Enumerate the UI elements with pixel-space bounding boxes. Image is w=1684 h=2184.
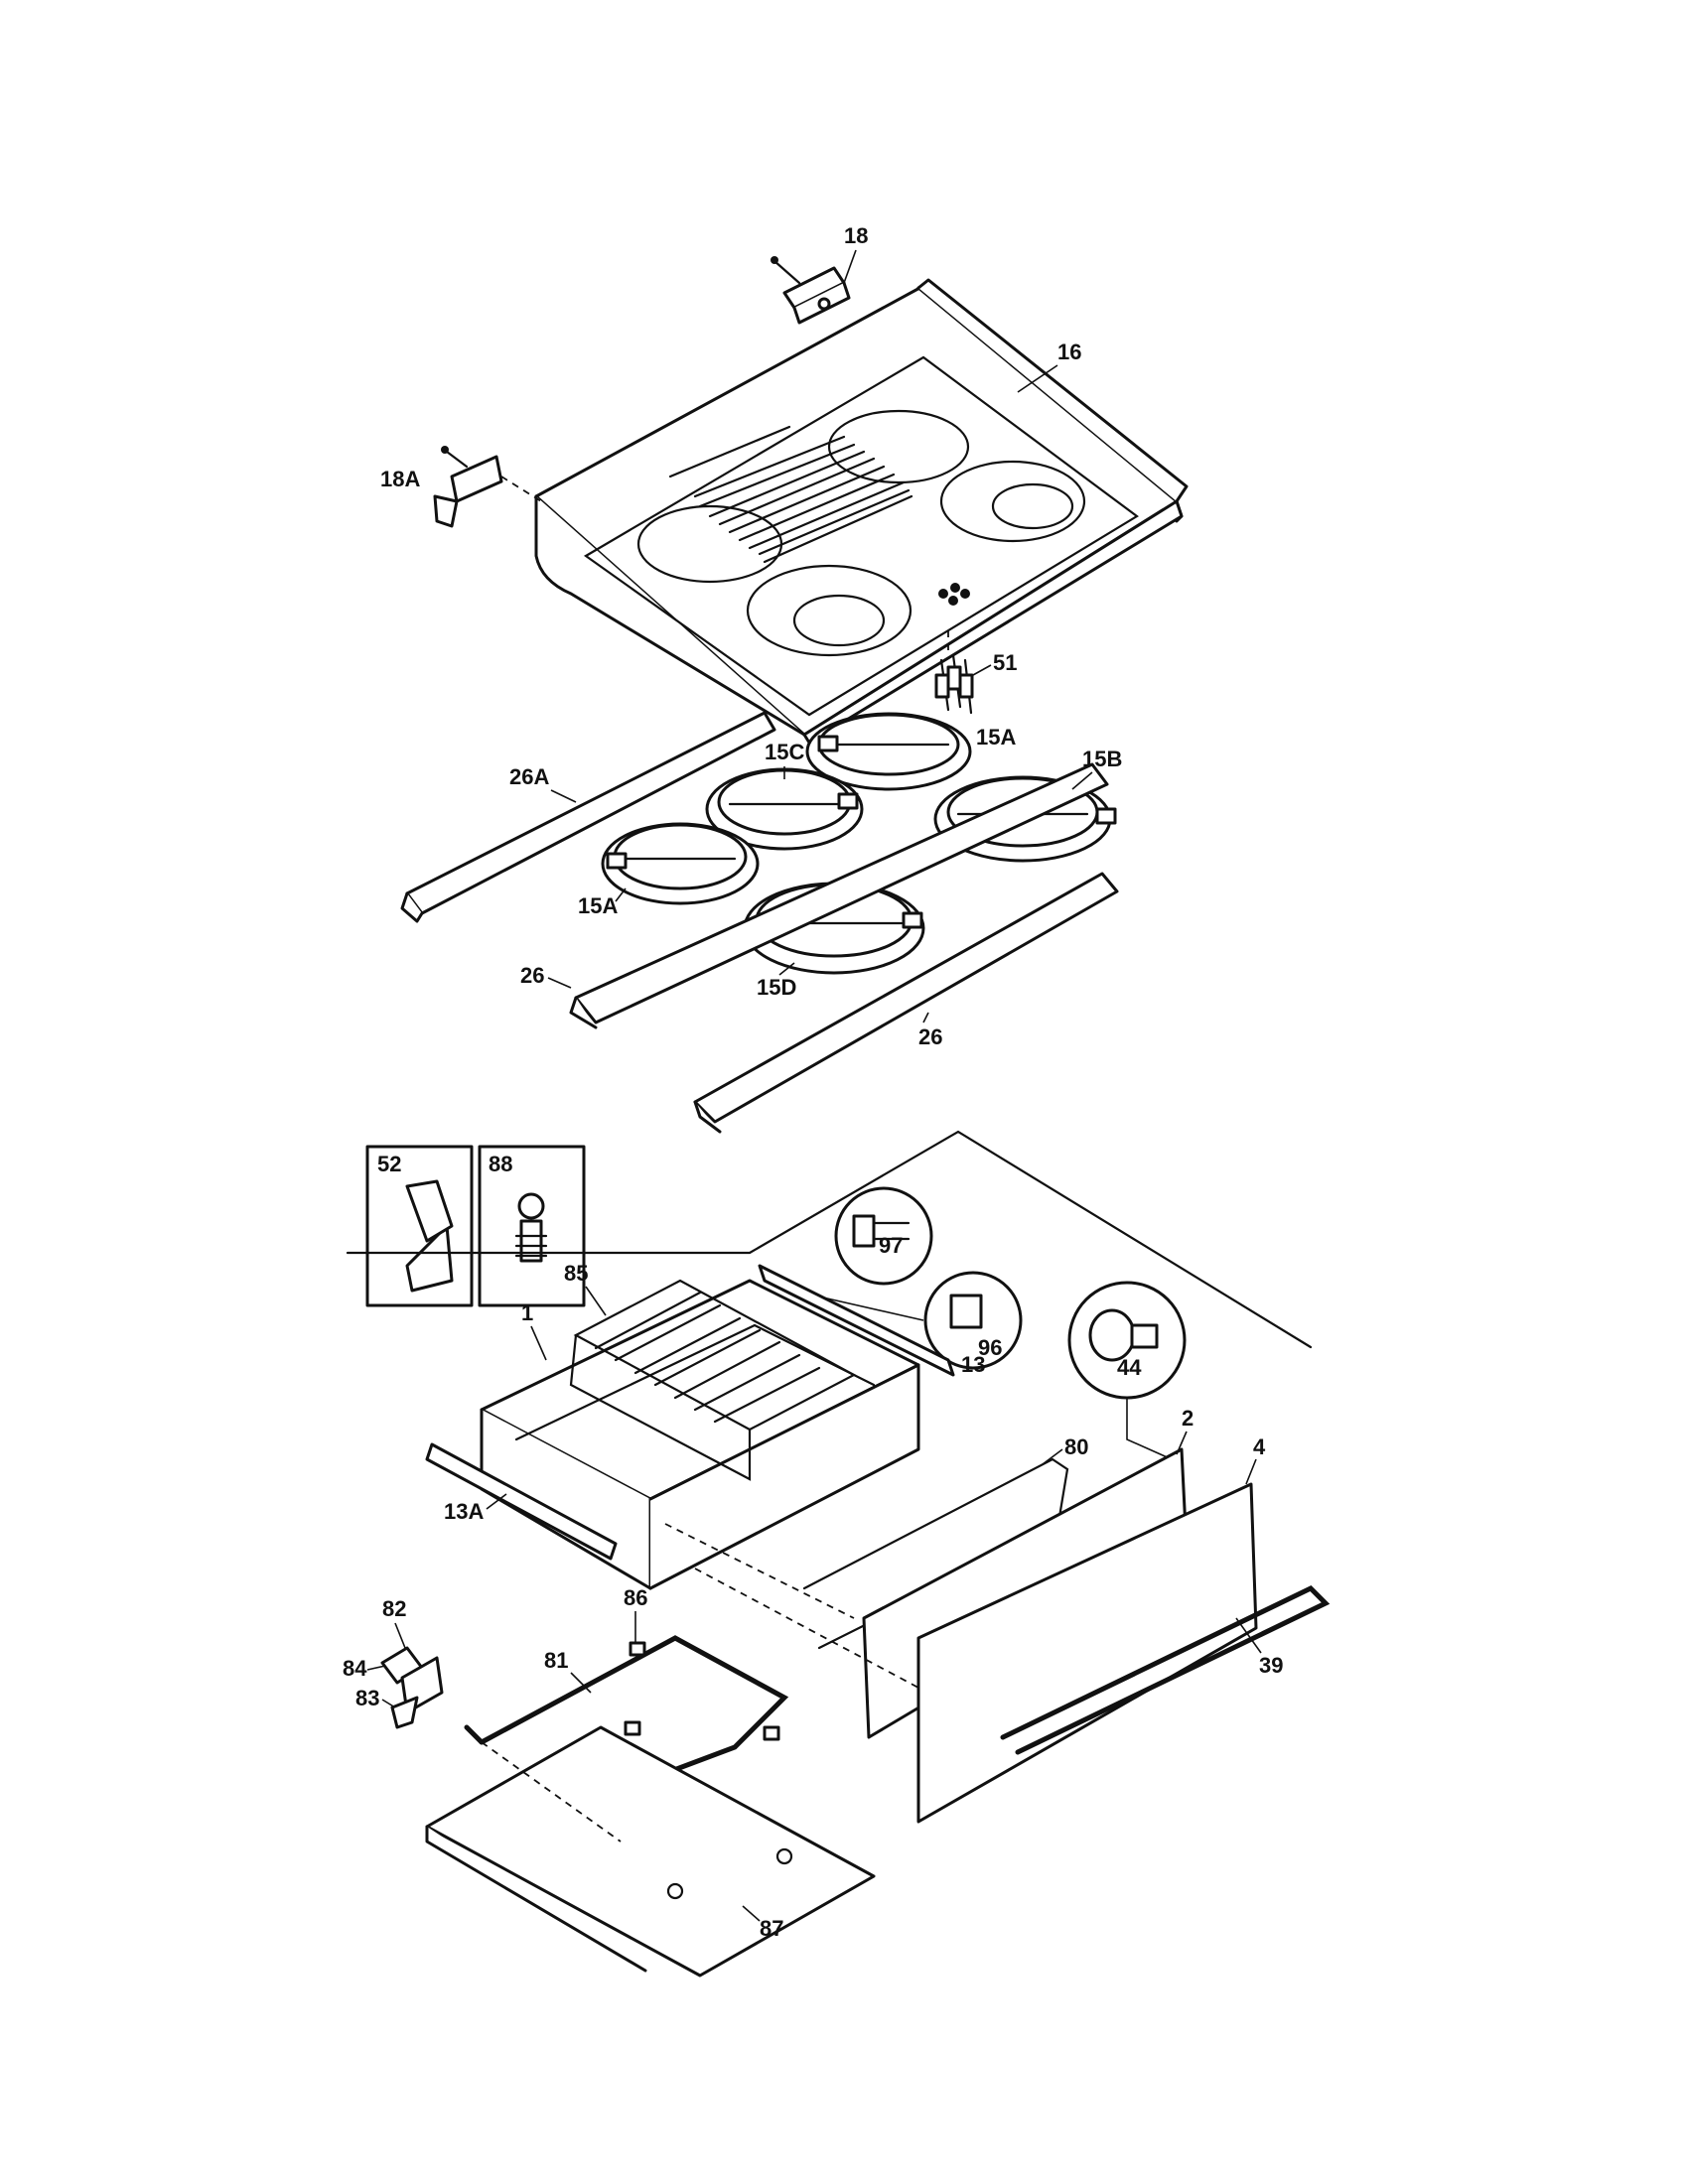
leader-26-right xyxy=(922,1012,929,1024)
leader-4 xyxy=(1245,1458,1257,1485)
burner-15c xyxy=(705,767,864,851)
label-4: 4 xyxy=(1253,1434,1266,1459)
leader-13a xyxy=(486,1493,507,1510)
leader-15d xyxy=(778,962,795,976)
leader-87 xyxy=(742,1905,761,1922)
cooktop-glass-top xyxy=(534,278,1189,745)
leader-18 xyxy=(843,249,857,284)
label-52: 52 xyxy=(377,1152,401,1176)
dashed-leader-bake-element xyxy=(481,1741,622,1843)
bottom-tray xyxy=(425,1725,876,1978)
leader-80 xyxy=(1042,1448,1063,1465)
label-15a-left: 15A xyxy=(578,893,618,918)
burner-support-rail-26a xyxy=(400,711,776,923)
label-18: 18 xyxy=(844,223,868,248)
top-hinge-bracket xyxy=(771,256,851,325)
screw-callout-97 xyxy=(834,1186,933,1286)
leader-81 xyxy=(570,1672,592,1694)
label-13a: 13A xyxy=(444,1499,484,1524)
label-85: 85 xyxy=(564,1261,588,1286)
label-13: 13 xyxy=(961,1352,985,1377)
dashed-leader-drawer-element xyxy=(664,1523,855,1619)
drawer-rack xyxy=(569,1279,857,1481)
label-83: 83 xyxy=(355,1686,379,1710)
label-26-left: 26 xyxy=(520,963,544,988)
leader-83 xyxy=(381,1699,396,1708)
drawer-handle xyxy=(1000,1584,1331,1755)
leader-26-left xyxy=(547,977,572,989)
label-16: 16 xyxy=(1057,340,1081,364)
label-15d: 15D xyxy=(757,975,796,1000)
label-15b: 15B xyxy=(1082,747,1122,771)
label-1: 1 xyxy=(521,1300,533,1325)
label-44: 44 xyxy=(1117,1355,1142,1380)
terminal-screws xyxy=(934,630,974,715)
label-80: 80 xyxy=(1064,1434,1088,1459)
warming-drawer-box xyxy=(480,1279,920,1590)
leader-96 xyxy=(813,1295,924,1321)
inset-box-88 xyxy=(478,1145,586,1307)
dashed-leader-drawer-panel xyxy=(694,1568,919,1689)
leader-51 xyxy=(972,664,992,676)
label-2: 2 xyxy=(1182,1406,1193,1431)
leader-82 xyxy=(394,1622,406,1649)
plug-callout-44 xyxy=(1067,1281,1187,1400)
burner-15a-top xyxy=(805,712,972,791)
label-96: 96 xyxy=(978,1335,1002,1360)
thermostat-bracket xyxy=(380,1646,444,1729)
label-88-box: 88 xyxy=(489,1152,512,1176)
label-26a: 26A xyxy=(509,764,549,789)
leader-16 xyxy=(1017,364,1058,393)
drawer-slide-left xyxy=(425,1442,618,1561)
label-82: 82 xyxy=(382,1596,406,1621)
side-mount-bracket xyxy=(433,446,542,528)
inset-box-52 xyxy=(365,1145,474,1307)
clip-callout-96 xyxy=(923,1271,1023,1370)
leader-15a-left xyxy=(615,887,627,902)
burner-support-rail-26-left xyxy=(569,762,1109,1029)
burner-15a-left xyxy=(601,822,760,905)
label-97: 97 xyxy=(879,1233,903,1258)
leader-44 xyxy=(1126,1398,1173,1460)
element-clips-86 xyxy=(624,1641,780,1741)
label-15a-top: 15A xyxy=(976,725,1016,750)
label-81: 81 xyxy=(544,1648,568,1673)
leader-26a xyxy=(550,789,577,803)
label-51: 51 xyxy=(993,650,1017,675)
label-86: 86 xyxy=(624,1585,647,1610)
leader-85 xyxy=(585,1286,607,1316)
leader-2 xyxy=(1176,1431,1188,1455)
leader-15b xyxy=(1071,771,1093,790)
label-18a: 18A xyxy=(380,467,420,491)
label-26-right: 26 xyxy=(918,1024,942,1049)
label-39: 39 xyxy=(1259,1653,1283,1678)
leader-1 xyxy=(530,1325,547,1361)
leader-39 xyxy=(1235,1617,1262,1654)
label-84: 84 xyxy=(343,1656,367,1681)
drawer-slide-right xyxy=(758,1264,955,1377)
section-divider-line xyxy=(346,1130,1313,1349)
leader-84 xyxy=(366,1665,386,1671)
burner-support-rail-26-right xyxy=(693,872,1119,1134)
label-87: 87 xyxy=(760,1916,783,1941)
label-15c: 15C xyxy=(765,740,804,764)
